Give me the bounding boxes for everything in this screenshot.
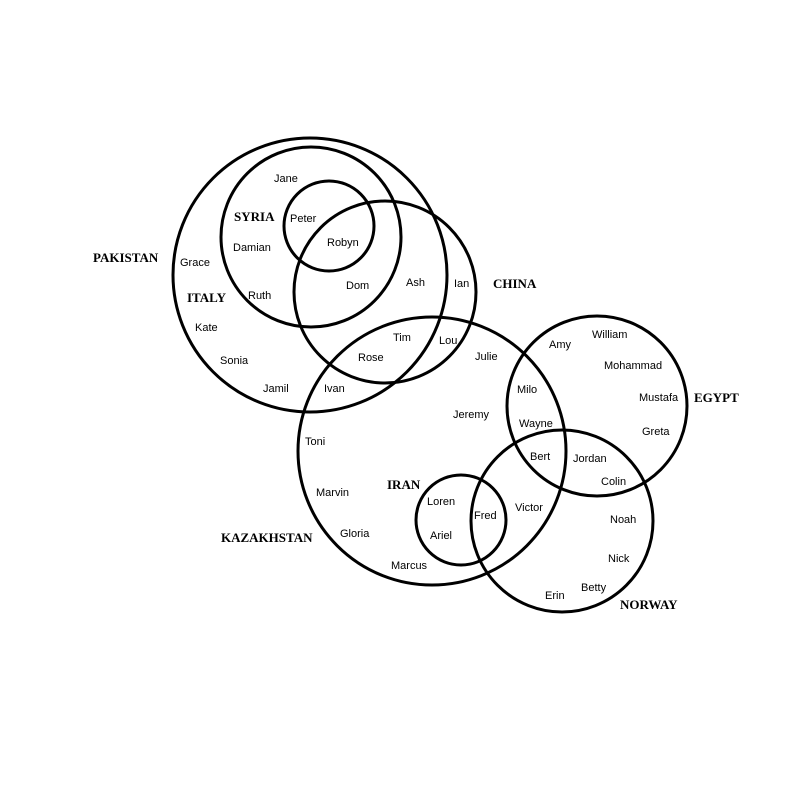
set-label-egypt: EGYPT — [694, 390, 739, 405]
member-jordan: Jordan — [573, 453, 607, 465]
member-fred: Fred — [474, 510, 497, 522]
member-victor: Victor — [515, 502, 543, 514]
member-gloria: Gloria — [340, 528, 370, 540]
set-label-china: CHINA — [493, 276, 537, 291]
italy-circle — [219, 145, 403, 329]
member-jamil: Jamil — [263, 383, 289, 395]
member-marcus: Marcus — [391, 560, 428, 572]
member-nick: Nick — [608, 553, 630, 565]
member-kate: Kate — [195, 322, 218, 334]
egypt-circle — [505, 314, 689, 498]
member-milo: Milo — [517, 384, 537, 396]
member-sonia: Sonia — [220, 355, 249, 367]
china-circle — [292, 199, 478, 385]
member-peter: Peter — [290, 213, 317, 225]
member-colin: Colin — [601, 476, 626, 488]
member-ruth: Ruth — [248, 290, 271, 302]
set-label-kazakhstan: KAZAKHSTAN — [221, 530, 313, 545]
set-label-italy: ITALY — [187, 290, 227, 305]
member-rose: Rose — [358, 352, 384, 364]
member-greta: Greta — [642, 426, 670, 438]
member-loren: Loren — [427, 496, 455, 508]
set-label-norway: NORWAY — [620, 597, 678, 612]
set-label-syria: SYRIA — [234, 209, 275, 224]
member-julie: Julie — [475, 351, 498, 363]
member-mohammad: Mohammad — [604, 360, 662, 372]
norway-circle — [469, 428, 655, 614]
iran-circle — [414, 473, 508, 567]
set-label-iran: IRAN — [387, 477, 421, 492]
member-betty: Betty — [581, 582, 607, 594]
member-mustafa: Mustafa — [639, 392, 679, 404]
member-wayne: Wayne — [519, 418, 553, 430]
member-marvin: Marvin — [316, 487, 349, 499]
member-ariel: Ariel — [430, 530, 452, 542]
member-amy: Amy — [549, 339, 572, 351]
member-robyn: Robyn — [327, 237, 359, 249]
member-william: William — [592, 329, 627, 341]
set-label-pakistan: PAKISTAN — [93, 250, 159, 265]
member-grace: Grace — [180, 257, 210, 269]
member-jeremy: Jeremy — [453, 409, 490, 421]
member-jane: Jane — [274, 173, 298, 185]
member-bert: Bert — [530, 451, 550, 463]
kazakhstan-circle — [296, 315, 568, 587]
member-tim: Tim — [393, 332, 411, 344]
member-erin: Erin — [545, 590, 565, 602]
syria-circle — [282, 179, 376, 273]
member-dom: Dom — [346, 280, 369, 292]
member-damian: Damian — [233, 242, 271, 254]
member-ivan: Ivan — [324, 383, 345, 395]
member-lou: Lou — [439, 335, 457, 347]
member-toni: Toni — [305, 436, 325, 448]
member-noah: Noah — [610, 514, 636, 526]
pakistan-circle — [171, 136, 449, 414]
member-ash: Ash — [406, 277, 425, 289]
member-ian: Ian — [454, 278, 469, 290]
